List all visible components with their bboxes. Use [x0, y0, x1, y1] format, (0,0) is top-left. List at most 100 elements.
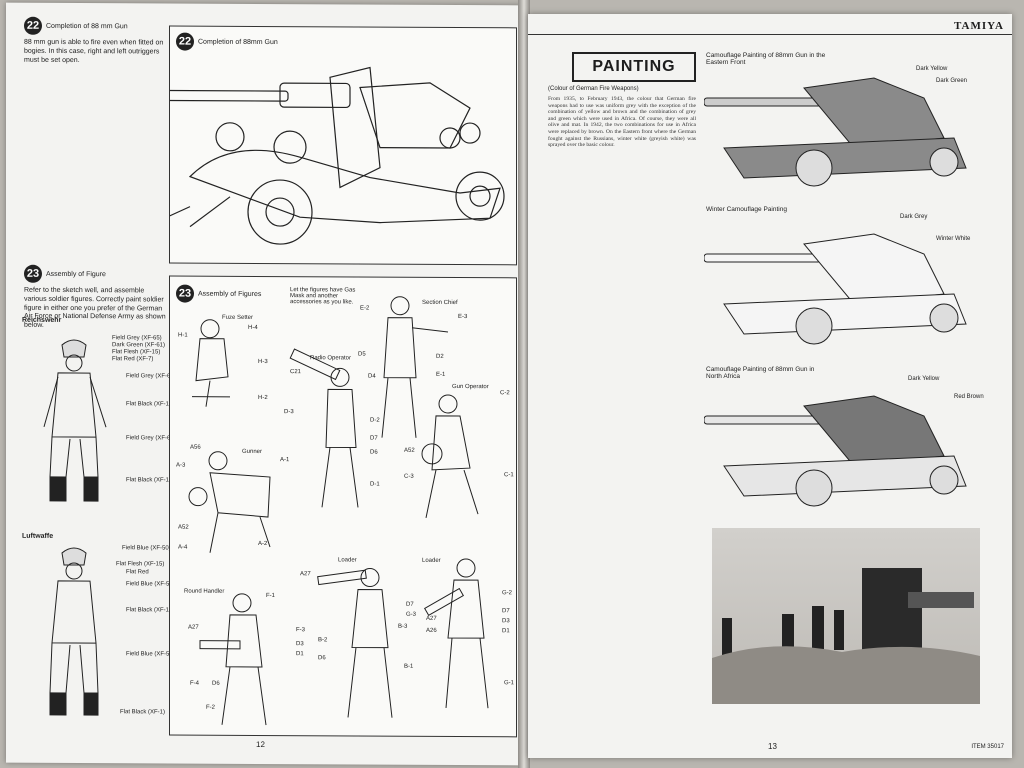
reichswehr-label-0: Field Grey (XF-65) — [112, 335, 162, 342]
camo2-label-1: Winter White — [936, 236, 971, 242]
left-page: 22 Completion of 88 mm Gun 88 mm gun is a… — [6, 2, 522, 766]
part-label: B-3 — [398, 623, 408, 630]
part-label: E-3 — [458, 314, 468, 321]
part-label: B-1 — [404, 663, 414, 670]
camo3-title: Camouflage Painting of 88mm Gun in North… — [706, 366, 815, 380]
brand-logo: TAMIYA — [953, 20, 1004, 32]
step23-heading: Assembly of Figure — [46, 270, 106, 278]
figure-name-5: Round Handler — [184, 588, 225, 595]
part-label: A27 — [300, 571, 311, 578]
painting-body-text: From 1935, to February 1943, the colour … — [548, 96, 696, 149]
luftwaffe-label-2: Flat Red — [126, 569, 149, 576]
part-label: D-3 — [284, 409, 294, 416]
part-label: D-1 — [370, 481, 380, 488]
part-label: A52 — [178, 524, 189, 531]
reichswehr-label-1: Dark Green (XF-61) — [112, 342, 166, 349]
part-label: F-1 — [266, 593, 275, 600]
part-label: F-2 — [206, 704, 215, 711]
reichswehr-label-5: Flat Black (XF-1) — [126, 401, 172, 408]
part-label: A26 — [426, 627, 437, 634]
part-label: F-3 — [296, 627, 305, 634]
figure-name-1: Radio Operator — [310, 355, 352, 362]
camo3-label-0: Dark Yellow — [908, 376, 940, 382]
right-page-number: 13 — [768, 742, 777, 751]
part-label: D1 — [296, 651, 304, 658]
part-label: D7 — [502, 608, 510, 615]
step23-number: 23 — [24, 264, 42, 283]
part-label: A-3 — [176, 462, 186, 469]
part-label: H-4 — [248, 324, 258, 331]
gun-drawing — [170, 66, 505, 265]
historical-photo — [712, 528, 980, 704]
part-label: D7 — [370, 435, 378, 442]
reichswehr-label-3: Flat Red (XF-7) — [112, 356, 154, 363]
part-label: E-1 — [436, 371, 446, 378]
part-label: E-2 — [360, 305, 370, 312]
camo3-label-1: Red Brown — [954, 394, 984, 400]
step22-text: 88 mm gun is able to fire even when fitt… — [24, 38, 164, 64]
part-label: D-2 — [370, 417, 380, 424]
part-label: D6 — [212, 680, 220, 687]
camo3-drawing — [704, 395, 967, 507]
reichswehr-figure: Reichswehr Field Grey (XF-65) Dark Green… — [22, 316, 176, 528]
luftwaffe-title: Luftwaffe — [22, 532, 54, 540]
colour-subheading: (Colour of German Fire Weapons) — [548, 86, 639, 92]
part-label: G-2 — [502, 590, 513, 597]
camo1-title: Camouflage Painting of 88mm Gun in the E… — [706, 52, 826, 66]
item-number: ITEM 35017 — [971, 744, 1004, 750]
part-label: F-4 — [190, 680, 199, 687]
figure-name-3: Gunner — [242, 448, 263, 455]
camo2-label-0: Dark Grey — [900, 214, 928, 220]
step22-number: 22 — [24, 16, 42, 35]
figures-drawing — [188, 296, 489, 726]
camo2-drawing — [704, 233, 967, 345]
camo1-drawing — [704, 77, 967, 187]
camo1-label-1: Dark Green — [936, 78, 968, 84]
part-label: D7 — [406, 601, 414, 608]
part-label: A52 — [404, 447, 415, 454]
part-label: C-2 — [500, 390, 510, 397]
luftwaffe-label-0: Field Blue (XF-50) — [122, 545, 171, 552]
part-label: C-3 — [404, 473, 414, 480]
luftwaffe-label-4: Flat Black (XF-1) — [126, 607, 172, 614]
luftwaffe-label-3: Field Blue (XF-50) — [126, 581, 175, 588]
figure-name-4: Gun Operator — [452, 383, 489, 391]
step22-instructions: 22 Completion of 88 mm Gun 88 mm gun is a… — [24, 16, 164, 66]
luftwaffe-label-6: Flat Black (XF-1) — [120, 709, 166, 716]
part-label: G-1 — [504, 680, 515, 687]
part-label: D3 — [502, 618, 510, 625]
luftwaffe-label-1: Flat Flesh (XF-15) — [116, 561, 165, 568]
part-label: D2 — [436, 353, 444, 360]
part-label: D1 — [502, 628, 510, 635]
reichswehr-label-7: Flat Black (XF-1) — [126, 477, 172, 484]
figure-name-7: Loader — [422, 557, 441, 564]
part-label: H-3 — [258, 358, 268, 366]
figure-name-6: Loader — [338, 557, 357, 564]
part-label: D3 — [296, 641, 304, 648]
part-label: A27 — [188, 624, 199, 631]
part-label: D6 — [318, 655, 326, 662]
luftwaffe-figure: Luftwaffe Field Blue (XF-50) Flat Flesh … — [22, 532, 175, 744]
left-page-number: 12 — [256, 739, 265, 750]
part-label: H-1 — [178, 332, 188, 339]
step22-heading: Completion of 88 mm Gun — [46, 22, 128, 30]
part-label: A-4 — [178, 544, 188, 551]
reichswehr-label-2: Flat Flesh (XF-15) — [112, 349, 161, 356]
part-label: G-3 — [406, 611, 417, 618]
part-label: D6 — [370, 449, 378, 456]
part-label: C21 — [290, 369, 302, 376]
figure-name-0: Fuze Setter — [222, 314, 254, 321]
painting-heading: PAINTING — [572, 52, 696, 82]
right-page: TAMIYA PAINTING (Colour of German Fire W… — [528, 14, 1012, 758]
part-label: C-1 — [504, 472, 514, 479]
book-spine — [518, 0, 530, 768]
part-label: A-1 — [280, 457, 290, 464]
part-label: A27 — [426, 615, 437, 622]
part-label: D4 — [368, 373, 376, 380]
part-label: B-2 — [318, 637, 328, 644]
part-label: A56 — [190, 444, 201, 451]
camo2-title: Winter Camouflage Painting — [706, 206, 787, 213]
part-label: A-2 — [258, 540, 268, 548]
reichswehr-title: Reichswehr — [22, 316, 62, 324]
